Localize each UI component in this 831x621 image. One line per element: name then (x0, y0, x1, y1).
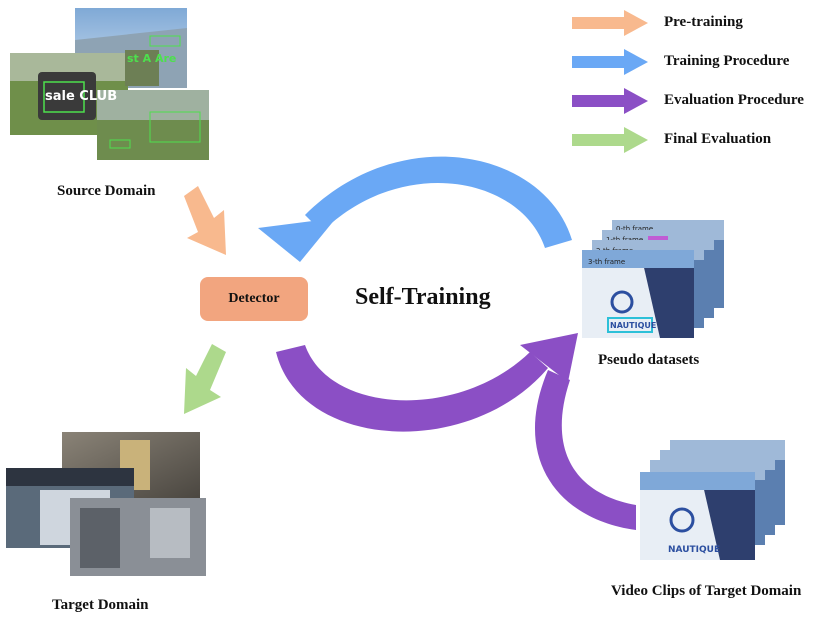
legend-label-evaluation: Evaluation Procedure (664, 92, 804, 108)
detector-label: Detector (228, 291, 280, 306)
target-domain-label: Target Domain (52, 597, 149, 613)
final-evaluation-arrow (184, 344, 226, 414)
legend-arrow-evaluation (572, 88, 648, 114)
frame-label-3: 3-th frame (588, 258, 625, 266)
self-training-title: Self-Training (355, 284, 491, 310)
training-procedure-arrow (258, 156, 572, 262)
scene-text-1: st A Are (127, 52, 176, 65)
evaluation-procedure-arrow (276, 333, 636, 530)
pretraining-arrow (184, 186, 226, 255)
source-domain-label: Source Domain (57, 183, 156, 199)
detector-node: Detector (200, 277, 308, 321)
legend-arrow-pretraining (572, 10, 648, 36)
legend-label-training: Training Procedure (664, 53, 790, 69)
sign-text: sale CLUB (45, 89, 117, 104)
pseudo-datasets-label: Pseudo datasets (598, 352, 700, 368)
video-clips-stack: NAUTIQUE (640, 440, 785, 560)
source-domain-images: st A Are sale CLUB (10, 8, 209, 160)
target-domain-images (6, 432, 206, 576)
pseudo-frame-3: NAUTIQUE 3-th frame (582, 250, 694, 338)
brand-text-pseudo: NAUTIQUE (610, 321, 656, 330)
brand-text-video: NAUTIQUE (668, 545, 720, 555)
video-clips-label: Video Clips of Target Domain (611, 583, 802, 599)
legend-arrow-training (572, 49, 648, 75)
frame-label-0: 0-th frame (616, 225, 653, 233)
legend-arrow-final (572, 127, 648, 153)
legend-label-pretraining: Pre-training (664, 14, 743, 30)
pseudo-datasets-stack: 0-th frame 1-th frame 2-th frame NAUTIQU… (582, 220, 724, 338)
legend-label-final: Final Evaluation (664, 131, 772, 147)
